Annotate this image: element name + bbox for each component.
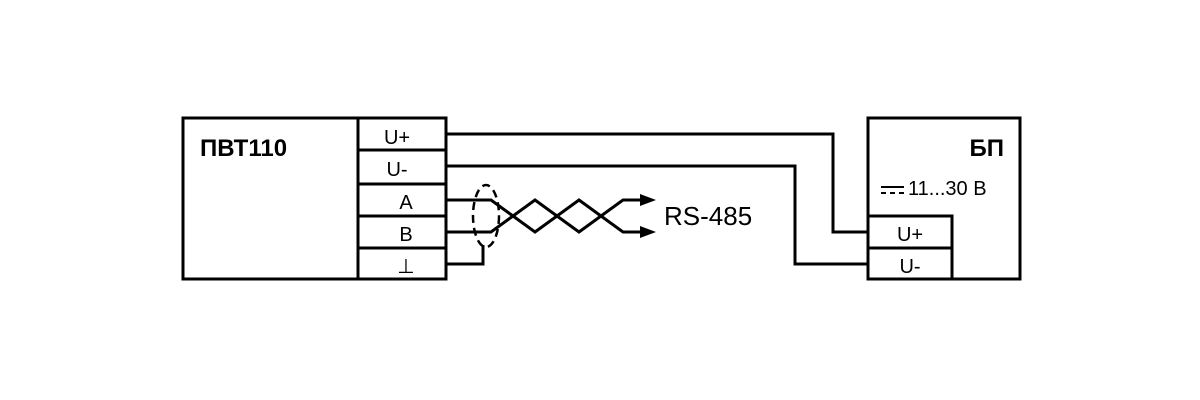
dc-symbol-icon [881,186,904,194]
pvt110-block: ПВТ110 U+ U- A B ⊥ [181,116,448,281]
arrow-head-icon [640,226,656,238]
terminal-a: A [399,192,413,214]
power-supply-terminal-u-minus: U- [899,256,920,278]
device-name: ПВТ110 [200,135,287,162]
power-supply-name: БП [970,135,1005,162]
power-supply-terminal-u-plus: U+ [897,224,923,246]
wire-u-minus [446,164,868,266]
power-supply-block: БП 11...30 В U+ U- [866,116,1022,281]
wire-b [446,214,640,234]
arrow-head-icon [640,194,656,206]
voltage-range: 11...30 В [908,178,987,200]
terminal-u-minus: U- [386,159,407,181]
terminal-b: B [399,224,412,246]
shield-icon [471,183,501,249]
rs485-twisted-pair: RS-485 [446,194,752,238]
wire-u-plus [446,132,868,234]
rs485-label: RS-485 [664,201,752,231]
terminal-u-plus: U+ [384,127,410,149]
terminal-ground: ⊥ [397,256,414,278]
shield-ground-wire [446,245,485,266]
